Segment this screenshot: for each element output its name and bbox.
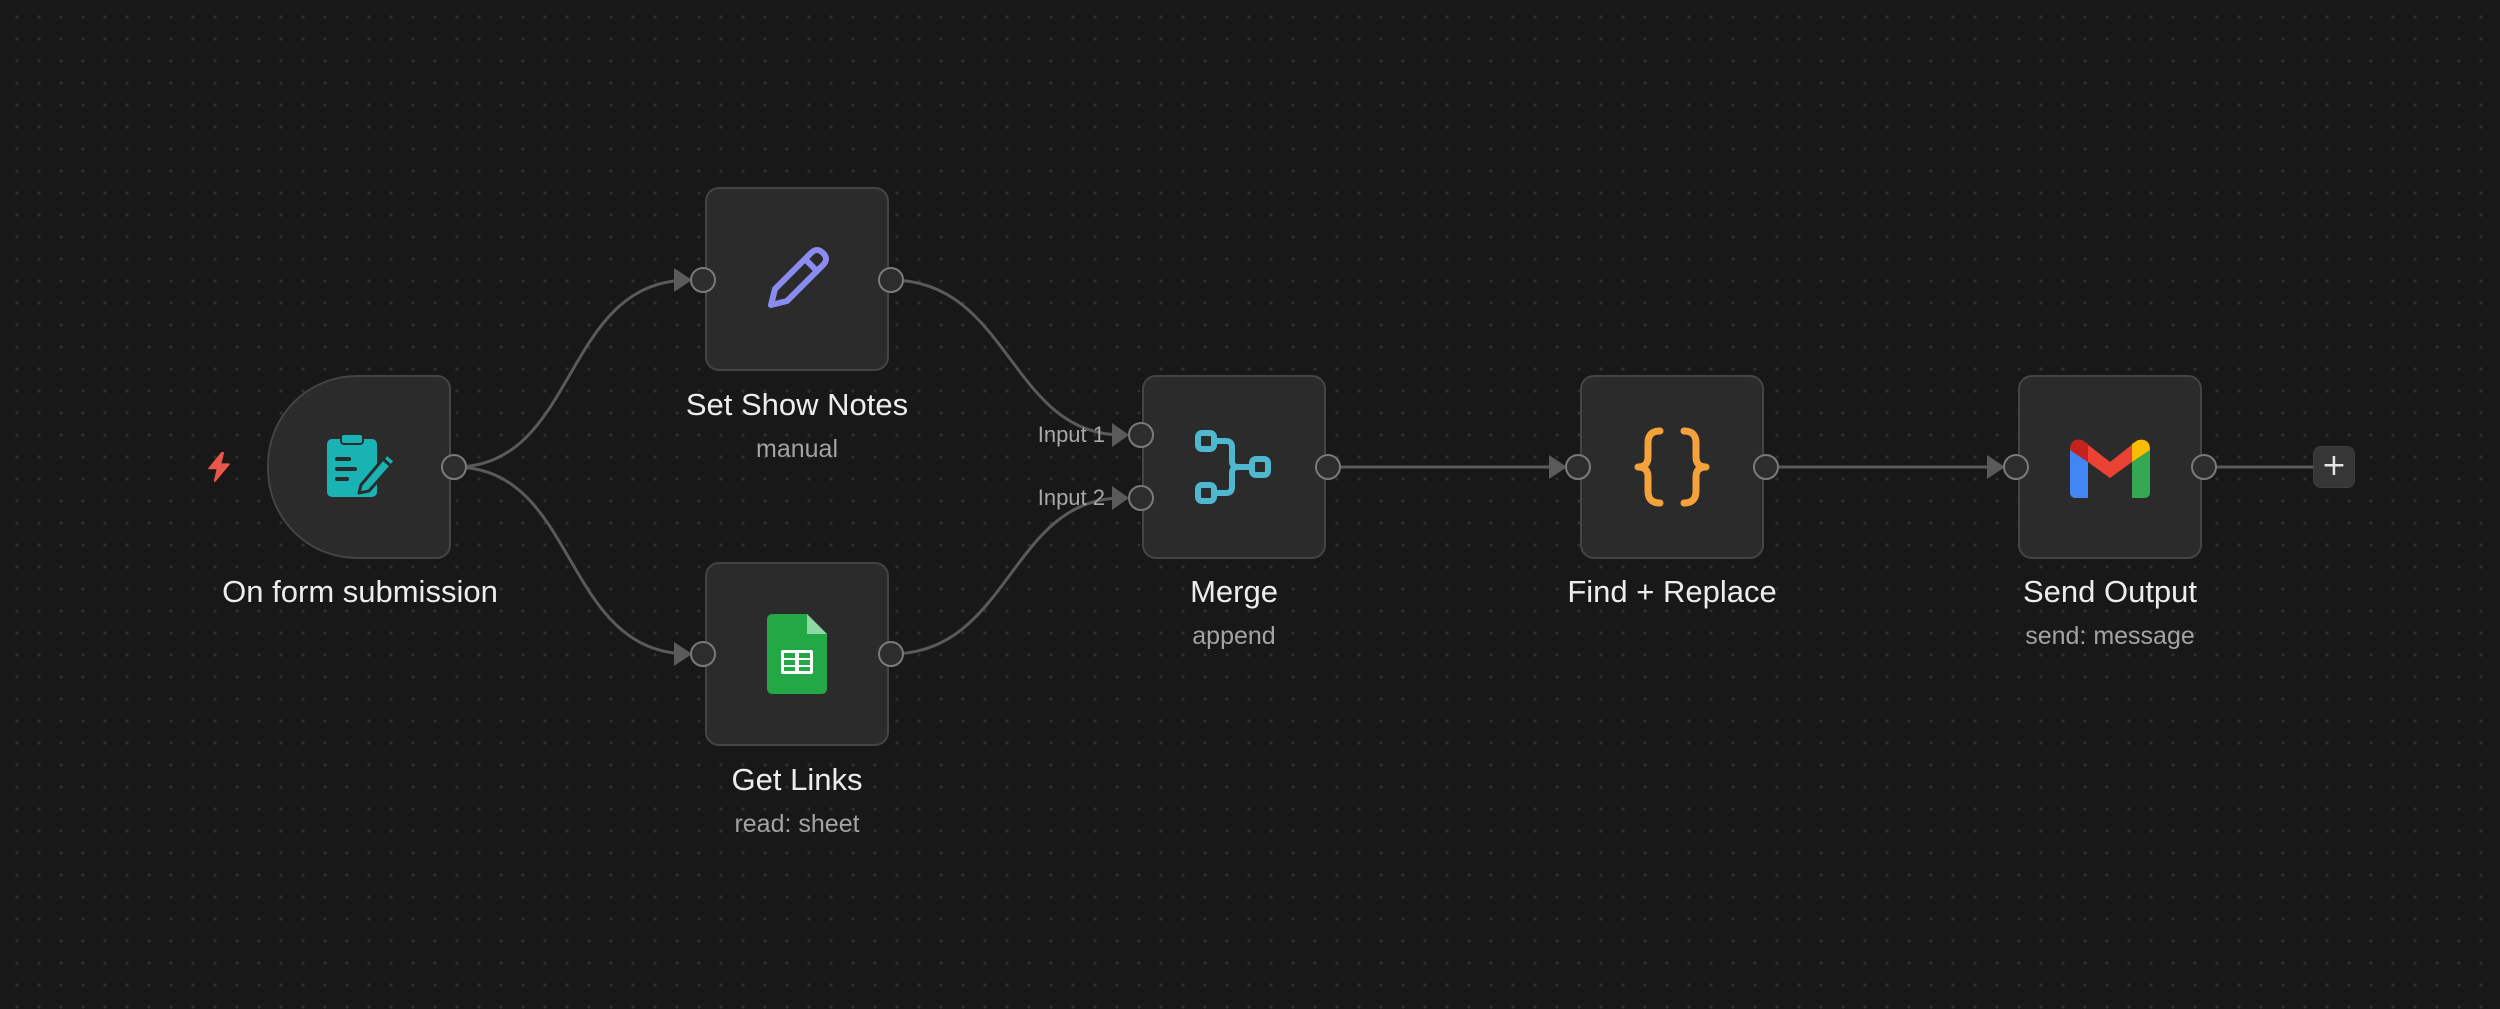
merge-icon — [1194, 427, 1274, 507]
arrow-head — [1112, 423, 1129, 447]
output-handle-sheets[interactable] — [878, 641, 904, 667]
connection-sheets-to-merge — [890, 496, 1123, 656]
connection-form-to-sheets — [453, 465, 691, 656]
connection-form-to-set — [453, 278, 691, 469]
node-send-output[interactable] — [2018, 375, 2202, 559]
input-handle-merge-2[interactable] — [1128, 485, 1154, 511]
node-title-code: Find + Replace — [1567, 574, 1777, 609]
lightning-bolt-icon — [208, 451, 230, 483]
input-handle-merge-1[interactable] — [1128, 422, 1154, 448]
input-handle-code[interactable] — [1565, 454, 1591, 480]
node-subtitle-gmail: send: message — [2025, 622, 2195, 650]
node-title-gmail: Send Output — [2022, 574, 2198, 609]
output-handle-form[interactable] — [441, 454, 467, 480]
curly-braces-icon — [1630, 425, 1714, 509]
node-subtitle-merge: append — [1192, 622, 1276, 650]
node-title-sheets: Get Links — [731, 762, 863, 797]
arrow-head — [1549, 455, 1567, 479]
output-handle-merge[interactable] — [1315, 454, 1341, 480]
output-handle-code[interactable] — [1753, 454, 1779, 480]
arrow-head — [674, 642, 692, 666]
node-get-links[interactable] — [705, 562, 889, 746]
input-handle-gmail[interactable] — [2003, 454, 2029, 480]
arrow-head — [674, 268, 692, 292]
node-on-form-submission[interactable] — [267, 375, 451, 559]
node-subtitle-set: manual — [756, 435, 838, 463]
input-handle-set[interactable] — [690, 267, 716, 293]
output-handle-set[interactable] — [878, 267, 904, 293]
node-title-set: Set Show Notes — [685, 387, 909, 422]
connection-set-to-merge — [890, 278, 1123, 437]
node-title-merge: Merge — [1190, 574, 1278, 609]
node-find-replace[interactable] — [1580, 375, 1764, 559]
arrow-head — [1112, 486, 1129, 510]
node-subtitle-sheets: read: sheet — [734, 810, 860, 838]
arrow-head — [1987, 455, 2005, 479]
node-title-form: On form submission — [222, 574, 498, 609]
input-label-1: Input 1 — [1037, 422, 1105, 447]
node-set-show-notes[interactable] — [705, 187, 889, 371]
node-merge[interactable] — [1142, 375, 1326, 559]
add-node-button[interactable]: + — [2313, 446, 2355, 488]
gmail-icon — [2070, 436, 2150, 498]
output-handle-gmail[interactable] — [2191, 454, 2217, 480]
google-sheets-icon — [767, 614, 827, 694]
input-label-2: Input 2 — [1037, 485, 1105, 510]
input-handle-sheets[interactable] — [690, 641, 716, 667]
form-icon — [321, 429, 397, 505]
pencil-icon — [757, 239, 837, 319]
